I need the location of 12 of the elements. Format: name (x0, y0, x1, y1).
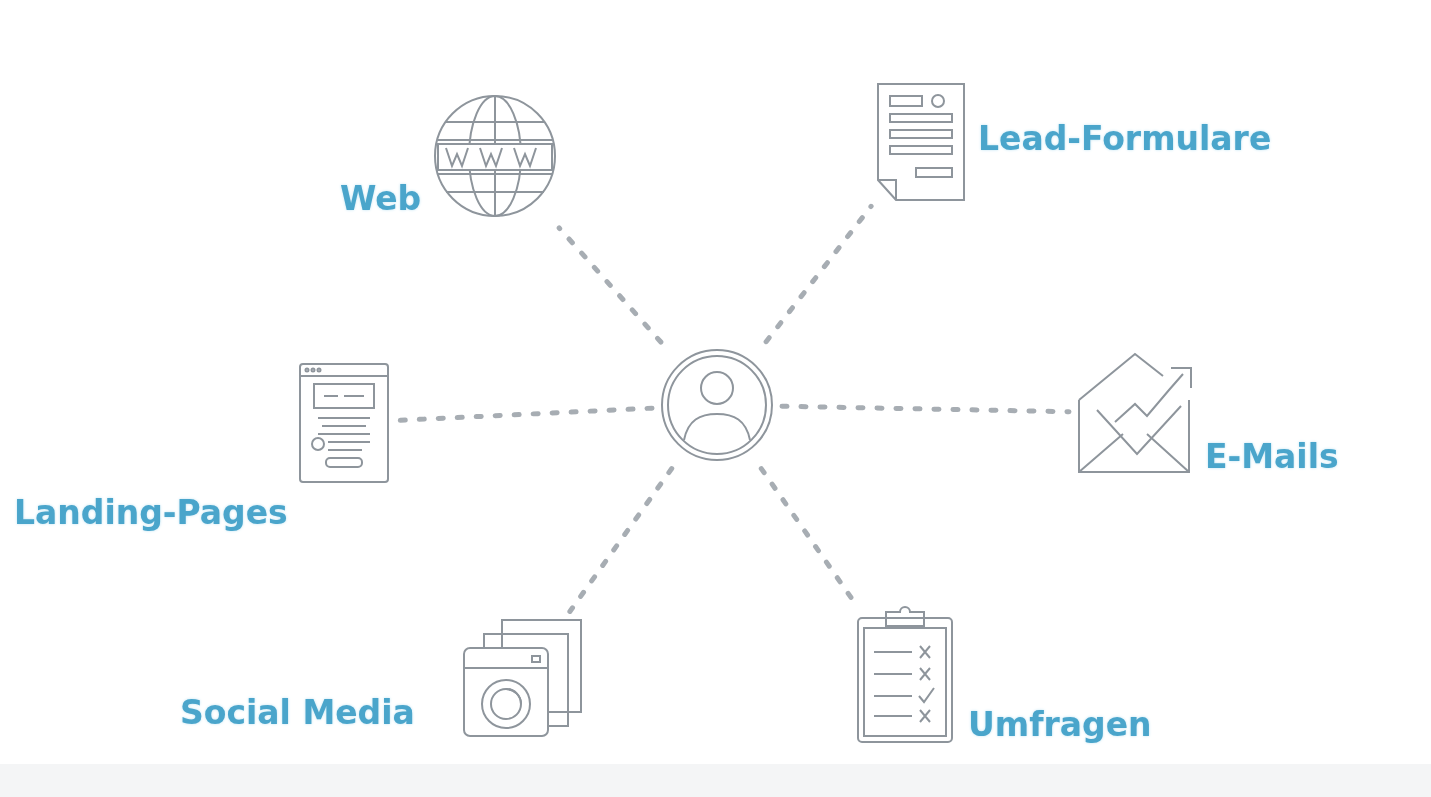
node-label: Social Media (180, 696, 415, 729)
dotted-connector (779, 403, 1072, 415)
node-label: Landing-Pages (14, 496, 288, 529)
node-label: E-Mails (1205, 440, 1339, 473)
dotted-connector (758, 466, 855, 602)
dotted-connector (556, 225, 664, 345)
dotted-connector (395, 405, 655, 423)
node-label: Umfragen (968, 708, 1152, 741)
node-label: Web (340, 182, 422, 215)
dotted-connector (567, 466, 675, 614)
node-label: Lead-Formulare (978, 122, 1272, 155)
dotted-connector (763, 203, 874, 345)
